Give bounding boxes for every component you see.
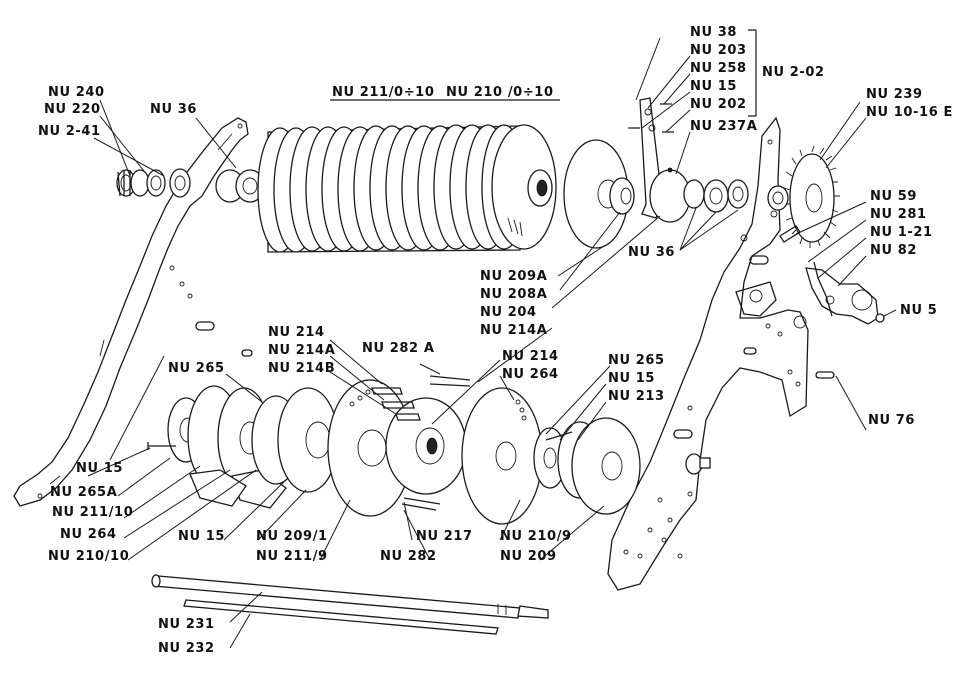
label-nu-214b: NU 214B	[268, 361, 335, 376]
label-nu-38: NU 38	[690, 25, 737, 40]
label-nu-203: NU 203	[690, 43, 747, 58]
label-nu-264-left: NU 264	[60, 527, 117, 542]
label-nu-1-21: NU 1-21	[870, 225, 933, 240]
right-side-plate	[607, 116, 809, 591]
label-nu-2-02: NU 2-02	[762, 65, 825, 80]
label-nu-2-41: NU 2-41	[38, 124, 101, 139]
lever-assembly	[628, 97, 749, 223]
label-nu-209a: NU 209A	[480, 269, 547, 284]
label-nu-281: NU 281	[870, 207, 927, 222]
label-nu-231: NU 231	[158, 617, 215, 632]
label-nu-211-range: NU 211/0÷10	[332, 85, 434, 100]
label-nu-15-bottom: NU 15	[178, 529, 225, 544]
label-nu-15-top: NU 15	[690, 79, 737, 94]
shaft-231	[151, 574, 549, 635]
cam-disc-211-9	[327, 375, 471, 517]
label-nu-210-range: NU 210 /0÷10	[446, 85, 554, 100]
label-nu-265-left: NU 265	[168, 361, 225, 376]
label-nu-210-9: NU 210/9	[500, 529, 572, 544]
label-nu-240: NU 240	[48, 85, 105, 100]
label-nu-282: NU 282	[380, 549, 437, 564]
leader-lines	[87, 29, 897, 649]
label-nu-202: NU 202	[690, 97, 747, 112]
label-nu-10-16e: NU 10-16 E	[866, 105, 953, 120]
label-nu-265-right: NU 265	[608, 353, 665, 368]
label-nu-5: NU 5	[900, 303, 937, 318]
label-nu-211-9: NU 211/9	[256, 549, 328, 564]
left-side-plate	[13, 117, 249, 507]
label-nu-214a-right: NU 214A	[480, 323, 547, 338]
label-nu-265a: NU 265A	[50, 485, 117, 500]
label-nu-214a-left: NU 214A	[268, 343, 335, 358]
disc-209a	[563, 139, 635, 249]
label-nu-36-right: NU 36	[628, 245, 675, 260]
dowel-pins	[195, 255, 769, 439]
label-nu-213: NU 213	[608, 389, 665, 404]
nut-stack-left	[116, 168, 265, 203]
label-nu-36-left: NU 36	[150, 102, 197, 117]
label-nu-232: NU 232	[158, 641, 215, 656]
label-nu-15-right: NU 15	[608, 371, 655, 386]
label-nu-211-10: NU 211/10	[52, 505, 133, 520]
disc-stack	[257, 124, 557, 253]
part-labels: NU 240 NU 220 NU 2-41 NU 36 NU 211/0÷10 …	[38, 25, 953, 656]
label-nu-214-right: NU 214	[502, 349, 559, 364]
label-nu-209-1: NU 209/1	[256, 529, 328, 544]
label-nu-208a: NU 208A	[480, 287, 547, 302]
label-nu-264-right: NU 264	[502, 367, 559, 382]
gear-239	[767, 145, 840, 248]
label-nu-15-left: NU 15	[76, 461, 123, 476]
label-nu-214-left: NU 214	[268, 325, 325, 340]
label-nu-282a: NU 282 A	[362, 341, 435, 356]
lower-disc-assembly	[147, 385, 339, 509]
label-nu-258: NU 258	[690, 61, 747, 76]
pin-76	[815, 371, 835, 379]
label-nu-239: NU 239	[866, 87, 923, 102]
disc-210-9	[461, 387, 641, 525]
label-nu-237a: NU 237A	[690, 119, 757, 134]
label-nu-82: NU 82	[870, 243, 917, 258]
label-nu-209: NU 209	[500, 549, 557, 564]
latch-assembly	[805, 261, 885, 325]
label-nu-220: NU 220	[44, 102, 101, 117]
label-nu-204: NU 204	[480, 305, 537, 320]
label-nu-217: NU 217	[416, 529, 473, 544]
label-nu-59: NU 59	[870, 189, 917, 204]
label-nu-210-10: NU 210/10	[48, 549, 129, 564]
label-nu-76: NU 76	[868, 413, 915, 428]
